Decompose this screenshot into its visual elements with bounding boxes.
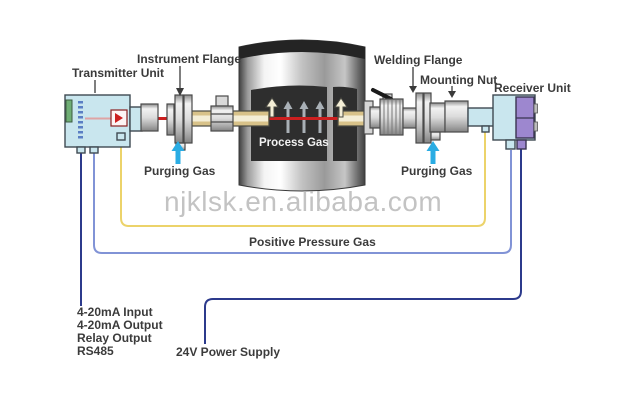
transmitter-unit-label: Transmitter Unit bbox=[72, 66, 164, 80]
probe-nut bbox=[210, 105, 234, 132]
purging-gas-arrow-icon bbox=[171, 141, 185, 164]
receiver-purge-port bbox=[481, 125, 490, 133]
receiver-power-port bbox=[516, 139, 527, 150]
receiver-unit-label: Receiver Unit bbox=[494, 81, 571, 95]
transmitter-cable-port bbox=[76, 146, 86, 154]
io-label-rs485: RS485 bbox=[77, 344, 114, 358]
purging-gas-label-left: Purging Gas bbox=[144, 164, 216, 178]
purge-gas-up-arrow-icon bbox=[334, 97, 348, 118]
instrument-flange-label: Instrument Flange bbox=[137, 52, 241, 66]
power-supply-label: 24V Power Supply bbox=[176, 345, 280, 359]
probe-tube-right-bore bbox=[339, 115, 370, 122]
io-label-input: 4-20mA Input bbox=[77, 305, 153, 319]
io-label-relay: Relay Output bbox=[77, 331, 152, 345]
right-assembly bbox=[363, 88, 469, 144]
power-supply-wire bbox=[204, 149, 522, 344]
receiver-arm bbox=[467, 107, 495, 127]
purging-gas-arrow-icon bbox=[426, 141, 440, 164]
transmitter-unit bbox=[64, 94, 159, 154]
laser-diode-icon bbox=[115, 113, 123, 123]
flange-plate bbox=[174, 94, 184, 144]
instrument-flange-arrow-icon bbox=[176, 66, 184, 96]
receiver-unit bbox=[467, 94, 538, 150]
transmitter-receiver-signal-wire bbox=[93, 150, 512, 254]
flange-plate bbox=[183, 94, 193, 144]
pipe-top-cap bbox=[239, 40, 365, 59]
mounting-nut bbox=[444, 100, 469, 133]
positive-pressure-gas-line bbox=[120, 132, 486, 227]
panel-tab bbox=[533, 121, 538, 132]
welding-flange-arrow-icon bbox=[409, 67, 417, 93]
valve-handle-icon bbox=[371, 88, 393, 101]
transmitter-cable-port bbox=[89, 146, 99, 154]
flange-purge-port bbox=[430, 131, 441, 141]
positive-pressure-gas-label: Positive Pressure Gas bbox=[249, 235, 376, 249]
welding-flange-plate bbox=[415, 92, 424, 144]
process-gas-label: Process Gas bbox=[259, 137, 329, 149]
receiver-cable-port bbox=[505, 139, 516, 150]
probe-top-fitting bbox=[215, 95, 229, 107]
circuit-board-pins bbox=[78, 101, 83, 139]
valve-inlet-tube bbox=[369, 106, 382, 129]
terminal-connector bbox=[65, 99, 73, 123]
valve-outlet-tube bbox=[402, 107, 418, 129]
flange-hub bbox=[429, 102, 446, 133]
welding-flange-label: Welding Flange bbox=[374, 53, 463, 67]
purge-gas-up-arrow-icon bbox=[265, 97, 279, 118]
panel-tab bbox=[533, 103, 538, 114]
mounting-nut-label: Mounting Nut bbox=[420, 73, 497, 87]
transmitter-arm bbox=[129, 106, 143, 132]
io-label-output: 4-20mA Output bbox=[77, 318, 163, 332]
collimator-barrel bbox=[140, 103, 159, 132]
flange-collar bbox=[166, 103, 175, 136]
mounting-nut-arrow-icon bbox=[448, 86, 456, 98]
watermark: njklsk.en.alibaba.com bbox=[164, 186, 442, 217]
transmitter-purge-port bbox=[116, 132, 126, 141]
purging-gas-label-right: Purging Gas bbox=[401, 164, 473, 178]
